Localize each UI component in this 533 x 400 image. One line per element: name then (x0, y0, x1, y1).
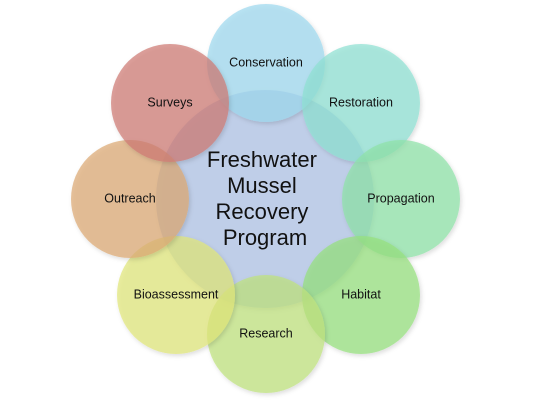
center-title-line: Freshwater (207, 147, 317, 172)
node-circle-outreach (71, 140, 189, 258)
node-circle-restoration (302, 44, 420, 162)
node-label-surveys: Surveys (147, 95, 192, 109)
center-title-line: Program (223, 225, 307, 250)
node-label-bioassessment: Bioassessment (134, 287, 219, 301)
node-circle-research (207, 275, 325, 393)
node-circle-surveys (111, 44, 229, 162)
node-label-research: Research (239, 326, 293, 340)
center-title-line: Mussel (227, 173, 297, 198)
node-label-restoration: Restoration (329, 95, 393, 109)
node-circle-habitat (302, 236, 420, 354)
node-label-habitat: Habitat (341, 287, 381, 301)
node-label-outreach: Outreach (104, 191, 155, 205)
center-title: Freshwater Mussel Recovery Program (207, 147, 323, 250)
node-circle-propagation (342, 140, 460, 258)
node-label-conservation: Conservation (229, 55, 303, 69)
node-circle-bioassessment (117, 236, 235, 354)
node-label-propagation: Propagation (367, 191, 434, 205)
center-title-line: Recovery (215, 199, 308, 224)
node-circle-conservation (207, 4, 325, 122)
